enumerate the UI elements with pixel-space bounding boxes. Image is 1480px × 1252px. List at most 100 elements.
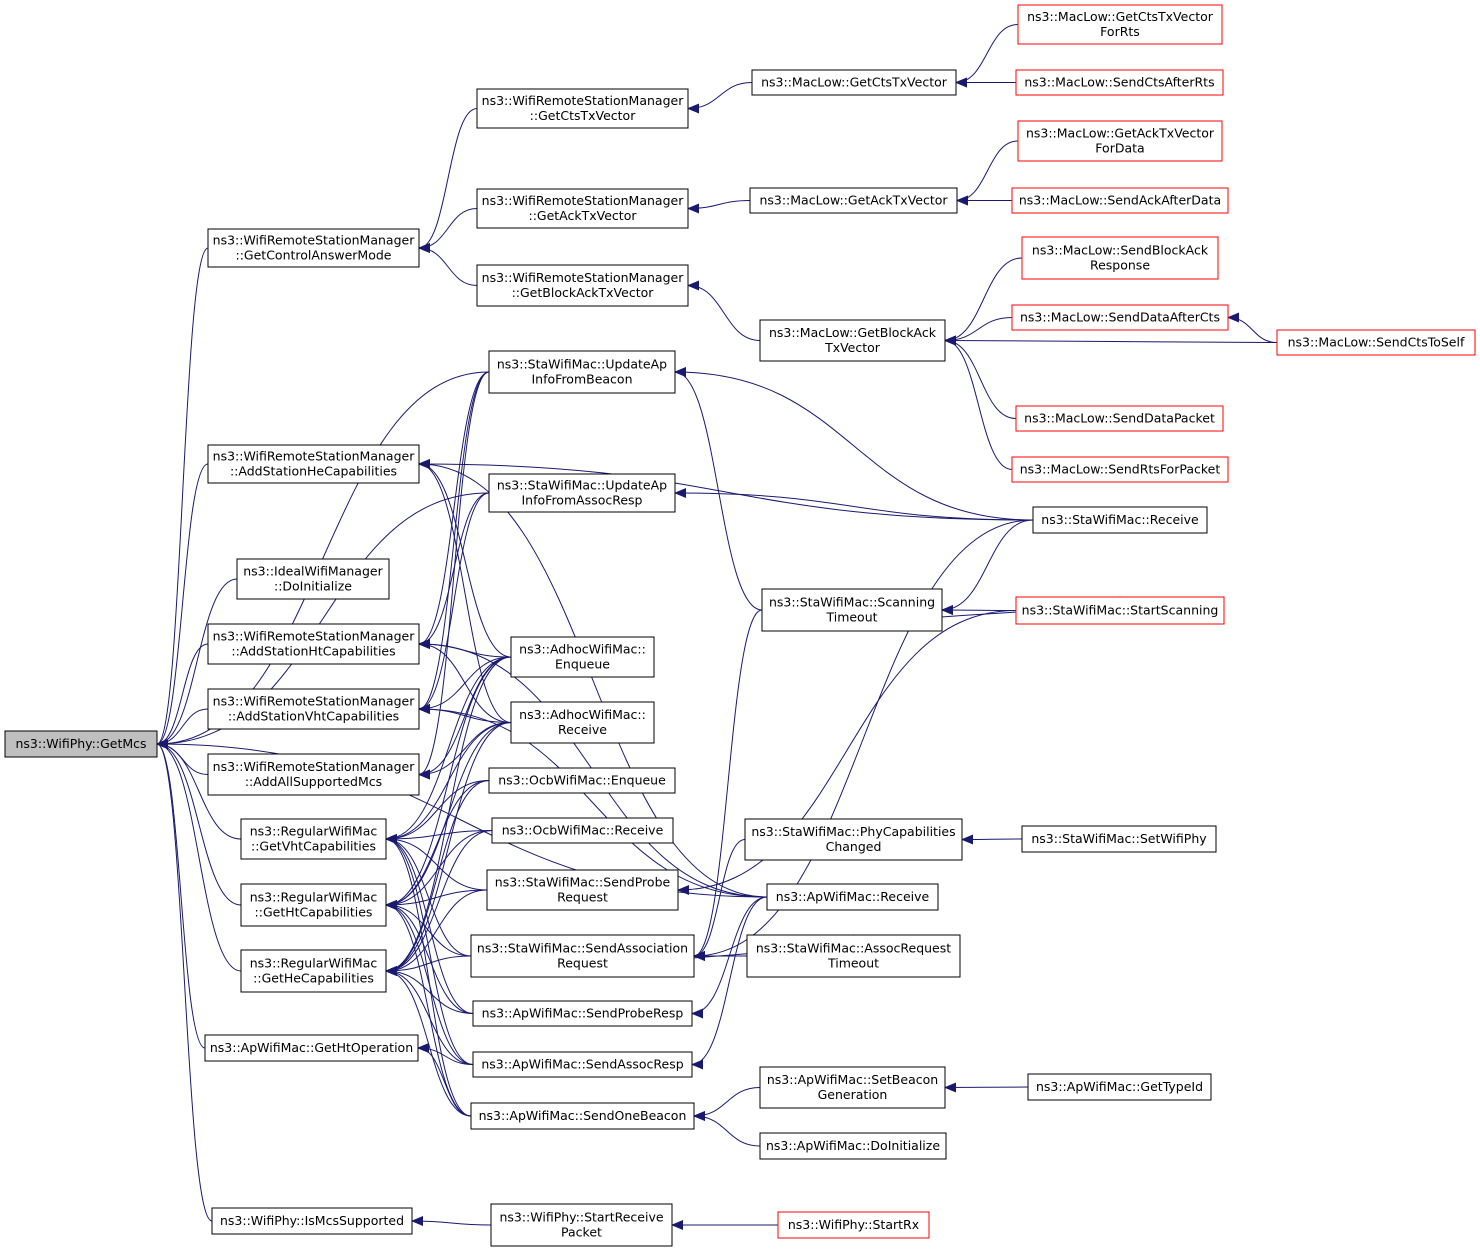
node-box[interactable] [204,1034,419,1062]
node-ml_getcts[interactable]: ns3::MacLow::GetCtsTxVector [751,69,957,96]
node-box[interactable] [1021,236,1219,280]
node-ap_assoc[interactable]: ns3::ApWifiMac::SendAssocResp [472,1051,693,1078]
node-box[interactable] [759,1066,946,1109]
node-box[interactable] [751,69,957,96]
node-box[interactable] [236,558,390,600]
node-getack[interactable]: ns3::WifiRemoteStationManager::GetAckTxV… [476,188,689,229]
node-ap_rx[interactable]: ns3::ApWifiMac::Receive [766,883,939,911]
node-getvht[interactable]: ns3::RegularWifiMac::GetVhtCapabilities [240,818,387,860]
node-box[interactable] [1017,4,1223,45]
node-getht[interactable]: ns3::RegularWifiMac::GetHtCapabilities [240,883,387,927]
node-box[interactable] [472,1000,693,1027]
node-box[interactable] [749,187,958,214]
node-ap_beacon[interactable]: ns3::ApWifiMac::SendOneBeacon [470,1102,695,1130]
node-box[interactable] [1015,405,1224,432]
node-addhe[interactable]: ns3::WifiRemoteStationManager::AddStatio… [207,444,420,484]
node-ideal[interactable]: ns3::IdealWifiManager::DoInitialize [236,558,390,600]
node-box[interactable] [777,1211,930,1239]
node-box[interactable] [211,1207,413,1235]
node-ismcs[interactable]: ns3::WifiPhy::IsMcsSupported [211,1207,413,1235]
node-startrx[interactable]: ns3::WifiPhy::StartRx [777,1211,930,1239]
node-box[interactable] [470,934,695,978]
node-addht[interactable]: ns3::WifiRemoteStationManager::AddStatio… [207,623,420,665]
node-box[interactable] [240,949,387,993]
node-box[interactable] [1015,596,1225,625]
node-gethe[interactable]: ns3::RegularWifiMac::GetHeCapabilities [240,949,387,993]
node-box[interactable] [207,688,420,730]
node-ap_typeid[interactable]: ns3::ApWifiMac::GetTypeId [1027,1073,1212,1101]
node-box[interactable] [1021,825,1217,853]
node-box[interactable] [1276,329,1476,356]
node-box[interactable] [1015,69,1224,96]
node-box[interactable] [207,444,420,484]
node-ml_senddata[interactable]: ns3::MacLow::SendDataAfterCts [1011,304,1229,331]
node-box[interactable] [1032,506,1208,534]
node-box[interactable] [746,934,961,978]
node-ml_rts[interactable]: ns3::MacLow::SendRtsForPacket [1011,456,1229,483]
node-ml_getack[interactable]: ns3::MacLow::GetAckTxVector [749,187,958,214]
node-box[interactable] [761,588,943,632]
node-addall[interactable]: ns3::WifiRemoteStationManager::AddAllSup… [207,753,420,796]
node-box[interactable] [491,817,674,844]
node-box[interactable] [490,1203,673,1247]
node-ocb_rx[interactable]: ns3::OcbWifiMac::Receive [491,817,674,844]
node-ml_sendcts[interactable]: ns3::MacLow::SendCtsAfterRts [1015,69,1224,96]
node-ml_getback[interactable]: ns3::MacLow::GetBlockAckTxVector [759,319,946,362]
node-ml_datapkt[interactable]: ns3::MacLow::SendDataPacket [1015,405,1224,432]
node-box[interactable] [1011,304,1229,331]
node-box[interactable] [510,701,655,744]
node-adhoc_enq[interactable]: ns3::AdhocWifiMac::Enqueue [510,636,655,678]
node-box[interactable] [1011,456,1229,483]
node-box[interactable] [1011,187,1229,214]
node-sta_startscan[interactable]: ns3::StaWifiMac::StartScanning [1015,596,1225,625]
node-ml_ctstoself[interactable]: ns3::MacLow::SendCtsToSelf [1276,329,1476,356]
node-getcts[interactable]: ns3::WifiRemoteStationManager::GetCtsTxV… [476,88,689,129]
node-box[interactable] [1017,120,1223,162]
node-box[interactable] [207,753,420,796]
node-box[interactable] [488,473,676,513]
node-box[interactable] [472,1051,693,1078]
node-box[interactable] [476,188,689,229]
node-sta_rx[interactable]: ns3::StaWifiMac::Receive [1032,506,1208,534]
node-box[interactable] [744,818,963,861]
node-box[interactable] [476,88,689,129]
node-box[interactable] [470,1102,695,1130]
node-ap_probe[interactable]: ns3::ApWifiMac::SendProbeResp [472,1000,693,1027]
node-sta_setphy[interactable]: ns3::StaWifiMac::SetWifiPhy [1021,825,1217,853]
node-box[interactable] [759,1132,947,1160]
node-addvht[interactable]: ns3::WifiRemoteStationManager::AddStatio… [207,688,420,730]
node-box[interactable] [510,636,655,678]
node-sta_updassoc[interactable]: ns3::StaWifiMac::UpdateApInfoFromAssocRe… [488,473,676,513]
node-getmcs[interactable]: ns3::WifiPhy::GetMcs [4,730,158,758]
node-ap_htop[interactable]: ns3::ApWifiMac::GetHtOperation [204,1034,419,1062]
node-box[interactable] [476,264,689,307]
node-box[interactable] [488,767,676,794]
node-ml_sendack[interactable]: ns3::MacLow::SendAckAfterData [1011,187,1229,214]
node-ocb_enq[interactable]: ns3::OcbWifiMac::Enqueue [488,767,676,794]
node-adhoc_rx[interactable]: ns3::AdhocWifiMac::Receive [510,701,655,744]
node-box[interactable] [488,350,676,394]
node-box[interactable] [240,818,387,860]
node-box[interactable] [759,319,946,362]
node-box[interactable] [1027,1073,1212,1101]
node-box[interactable] [766,883,939,911]
node-getcam[interactable]: ns3::WifiRemoteStationManager::GetContro… [207,228,420,268]
node-ap_doinit[interactable]: ns3::ApWifiMac::DoInitialize [759,1132,947,1160]
node-box[interactable] [240,883,387,927]
node-box[interactable] [4,730,158,758]
node-box[interactable] [207,228,420,268]
node-getback[interactable]: ns3::WifiRemoteStationManager::GetBlockA… [476,264,689,307]
node-box[interactable] [486,869,679,911]
node-box[interactable] [207,623,420,665]
